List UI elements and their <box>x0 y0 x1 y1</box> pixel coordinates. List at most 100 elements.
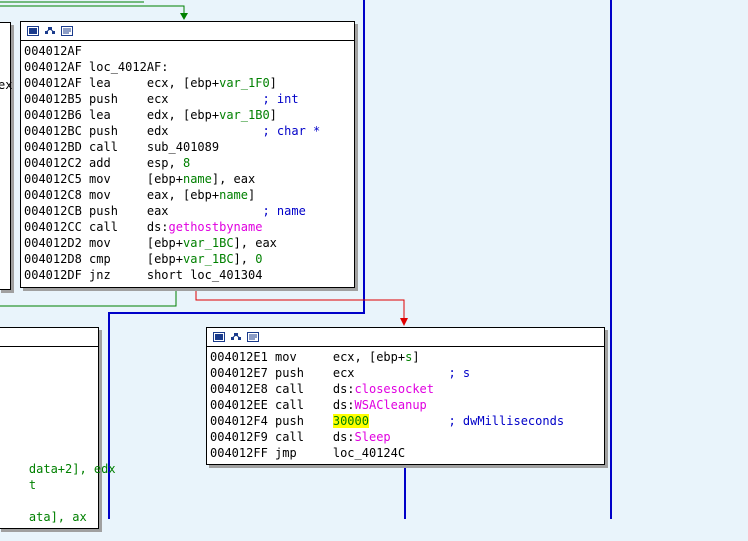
code-line[interactable]: 004012AF lea ecx, [ebp+var_1F0] <box>24 75 351 91</box>
node-titlebar <box>21 22 354 41</box>
code-line[interactable]: 004012CC call ds:gethostbyname <box>24 219 351 235</box>
operand: ecx <box>146 92 169 106</box>
operand: loc_40124C <box>332 446 406 460</box>
operand: ds: <box>332 398 355 412</box>
instruction-address: 004012FF <box>210 446 268 460</box>
code-line[interactable]: 004012E7 push ecx ; s <box>210 365 601 381</box>
operand: sub_401089 <box>146 140 220 154</box>
code-line[interactable]: 004012B5 push ecx ; int <box>24 91 351 107</box>
operand: [ebp+ <box>146 252 183 266</box>
code-comment: ; name <box>262 204 306 218</box>
operand-variable: var_1BC <box>182 252 234 266</box>
node-text-view-icon[interactable] <box>246 332 259 343</box>
code-line[interactable]: 004012FF jmp loc_40124C <box>210 445 601 461</box>
operand: eax, [ebp+ <box>146 188 220 202</box>
instruction-address: 004012D8 <box>24 252 82 266</box>
mnemonic: call <box>275 398 304 412</box>
instruction-address: 004012B6 <box>24 108 82 122</box>
node-code-listing: 004012E1 mov ecx, [ebp+s]004012E7 push e… <box>207 347 604 463</box>
edge-blue-vertical-3 <box>610 0 612 519</box>
node-graph-icon[interactable] <box>43 26 56 37</box>
instruction-address: 004012AF <box>24 44 82 58</box>
operand: ecx <box>332 366 355 380</box>
edge-blue-vertical-2 <box>108 312 110 519</box>
instruction-address: 004012F4 <box>210 414 268 428</box>
edge-blue-vertical-4 <box>404 464 406 519</box>
instruction-address: 004012C2 <box>24 156 82 170</box>
mnemonic: push <box>89 124 118 138</box>
mnemonic: mov <box>275 350 297 364</box>
code-line[interactable]: 004012E8 call ds:closesocket <box>210 381 601 397</box>
code-line[interactable]: 004012C5 mov [ebp+name], eax <box>24 171 351 187</box>
code-line[interactable]: 004012F9 call ds:Sleep <box>210 429 601 445</box>
operand: short loc_401304 <box>146 268 263 282</box>
code-line[interactable]: 004012AF <box>24 43 351 59</box>
instruction-address: 004012E8 <box>210 382 268 396</box>
code-comment: ; int <box>262 92 299 106</box>
node-text-view-icon[interactable] <box>60 26 73 37</box>
instruction-address: 004012E7 <box>210 366 268 380</box>
node-graph-icon[interactable] <box>229 332 242 343</box>
mnemonic: lea <box>89 76 111 90</box>
instruction-address: 004012BC <box>24 124 82 138</box>
operand: [ebp+ <box>146 172 183 186</box>
code-comment: ; char * <box>262 124 321 138</box>
node-titlebar <box>207 328 604 347</box>
partial-node-left-bottom[interactable]: data+2], edx t ata], ax <box>0 327 116 529</box>
mnemonic: push <box>275 414 304 428</box>
mnemonic: cmp <box>89 252 111 266</box>
mnemonic: call <box>275 382 304 396</box>
operand-variable: name <box>219 188 248 202</box>
operand-number: 8 <box>182 156 191 170</box>
code-line[interactable]: 004012E1 mov ecx, [ebp+s] <box>210 349 601 365</box>
partial-line-1: data+2], edx <box>28 462 116 476</box>
api-name: gethostbyname <box>168 220 263 234</box>
operand: ecx, [ebp+ <box>332 350 406 364</box>
code-line[interactable]: 004012AF loc_4012AF: <box>24 59 351 75</box>
operand-tail: ] <box>412 350 420 364</box>
node-color-icon[interactable] <box>26 26 39 37</box>
code-line[interactable]: 004012BD call sub_401089 <box>24 139 351 155</box>
code-line[interactable]: 004012D8 cmp [ebp+var_1BC], 0 <box>24 251 351 267</box>
operand: ds: <box>332 430 355 444</box>
code-line[interactable]: 004012EE call ds:WSACleanup <box>210 397 601 413</box>
code-line[interactable]: 004012C2 add esp, 8 <box>24 155 351 171</box>
instruction-address: 004012B5 <box>24 92 82 106</box>
operand-variable: s <box>405 350 413 364</box>
mnemonic: push <box>275 366 304 380</box>
code-line[interactable]: 004012BC push edx ; char * <box>24 123 351 139</box>
instruction-address: 004012CC <box>24 220 82 234</box>
instruction-address: 004012D2 <box>24 236 82 250</box>
code-line[interactable]: 004012C8 mov eax, [ebp+name] <box>24 187 351 203</box>
code-line[interactable]: 004012F4 push 30000 ; dwMilliseconds <box>210 413 601 429</box>
instruction-address: 004012DF <box>24 268 82 282</box>
code-line[interactable]: 004012CB push eax ; name <box>24 203 351 219</box>
partial-line-2: t <box>28 478 37 492</box>
code-label: loc_4012AF: <box>89 60 169 74</box>
mnemonic: mov <box>89 236 111 250</box>
operand: esp, <box>146 156 183 170</box>
graph-node-loc-4012af[interactable]: 004012AF 004012AF loc_4012AF:004012AF le… <box>20 21 355 288</box>
code-comment: ; dwMilliseconds <box>448 414 565 428</box>
arrowhead-green <box>180 13 188 20</box>
operand: edx, [ebp+ <box>146 108 220 122</box>
operand-tail: ] <box>269 108 277 122</box>
code-line[interactable]: 004012DF jnz short loc_401304 <box>24 267 351 283</box>
code-line[interactable]: 004012D2 mov [ebp+var_1BC], eax <box>24 235 351 251</box>
node-color-icon[interactable] <box>212 332 225 343</box>
instruction-address: 004012EE <box>210 398 268 412</box>
operand: ds: <box>332 382 355 396</box>
operand: ecx, [ebp+ <box>146 76 220 90</box>
operand: eax <box>146 204 169 218</box>
operand-highlighted-number: 30000 <box>332 414 369 428</box>
edge-blue-horizontal <box>108 312 365 314</box>
code-line[interactable]: 004012B6 lea edx, [ebp+var_1B0] <box>24 107 351 123</box>
partial-node-left-top[interactable]: ex <box>0 22 13 290</box>
mnemonic: call <box>89 140 118 154</box>
operand-variable: var_1BC <box>182 236 234 250</box>
graph-node-4012e1[interactable]: 004012E1 mov ecx, [ebp+s]004012E7 push e… <box>206 327 605 465</box>
arrowhead-red <box>400 318 408 326</box>
partial-text-ex: ex <box>0 78 13 92</box>
operand-tail: ] <box>248 188 256 202</box>
mnemonic: mov <box>89 188 111 202</box>
